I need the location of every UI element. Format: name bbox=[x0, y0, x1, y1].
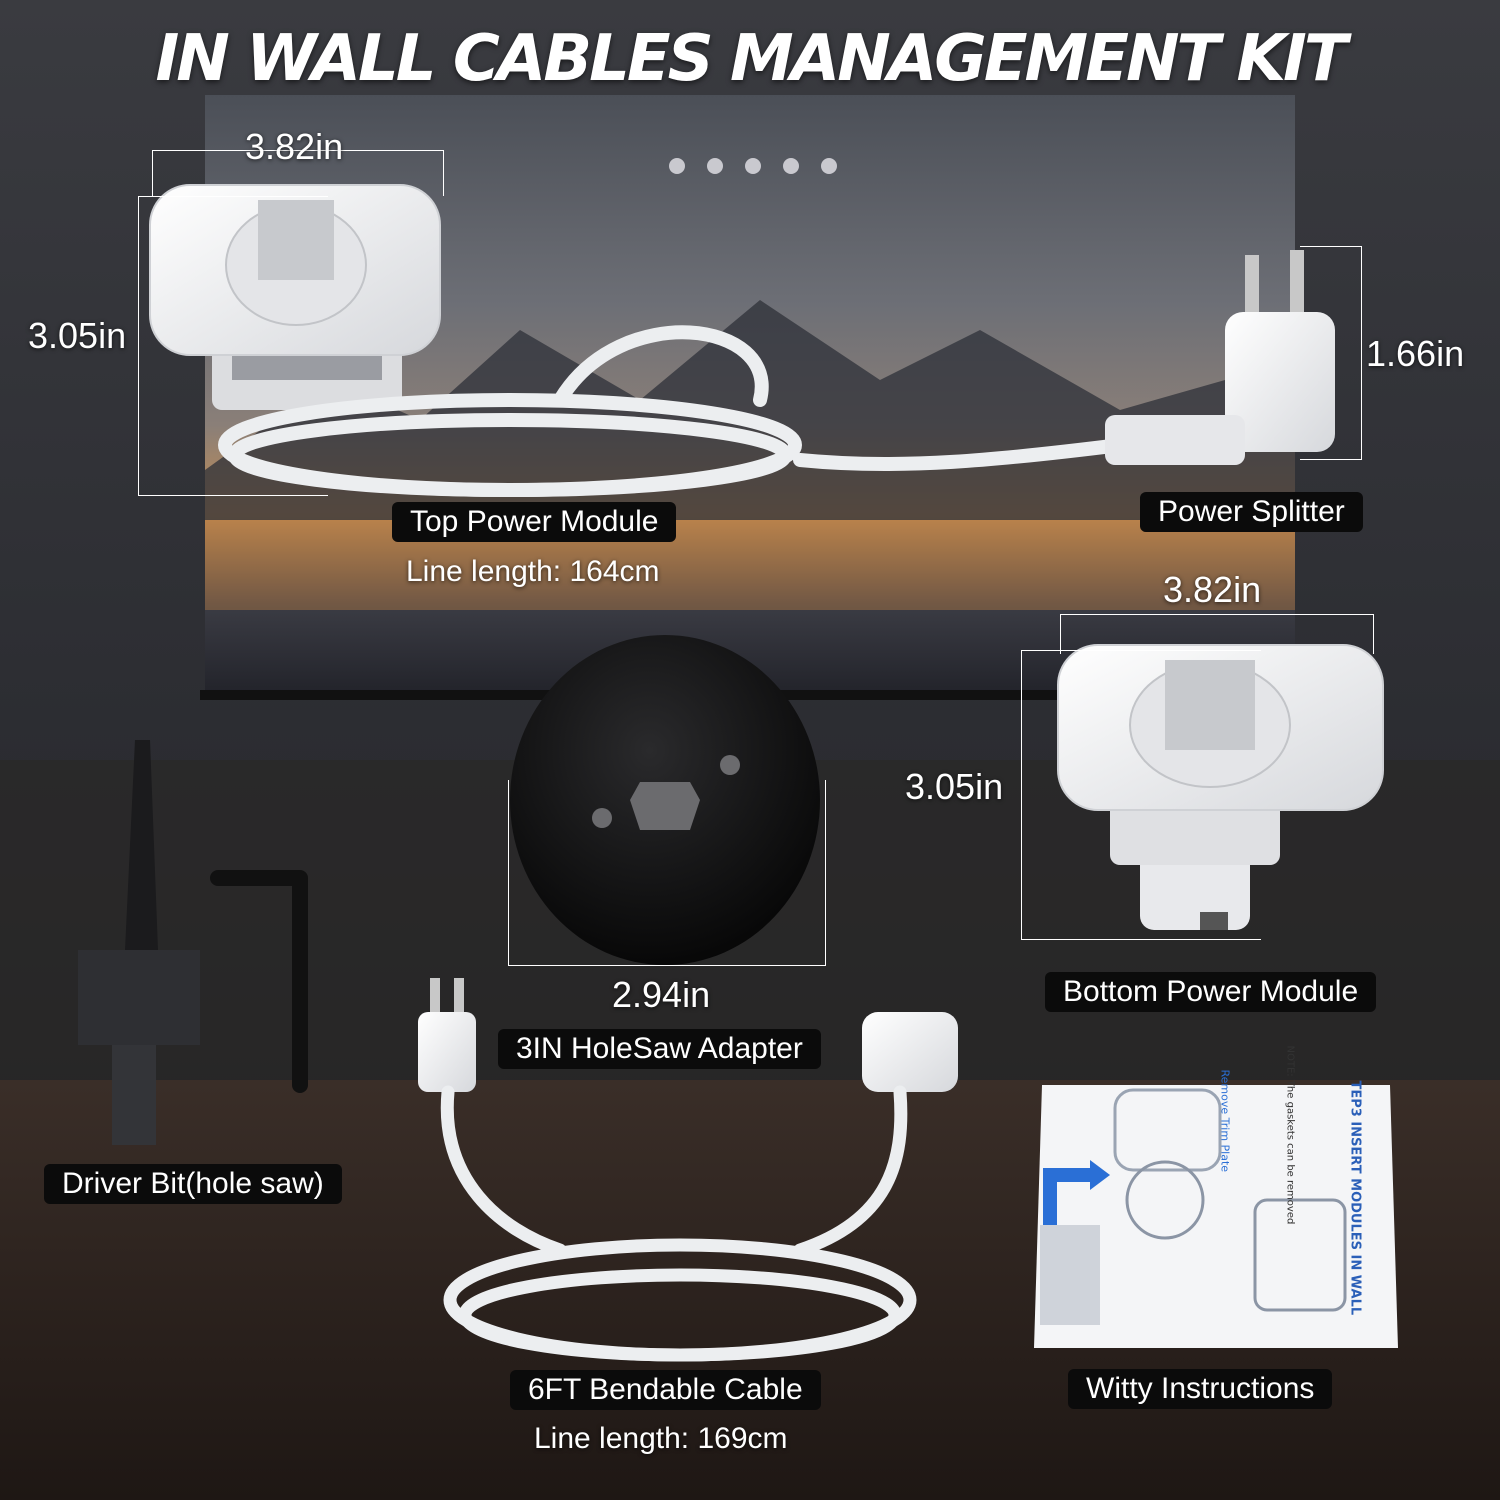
bendable-line-length: Line length: 169cm bbox=[534, 1422, 788, 1455]
bendable-cable-label: 6FT Bendable Cable bbox=[510, 1370, 821, 1410]
holesaw-adapter-image bbox=[510, 635, 820, 965]
bottom-module-width-value: 3.82in bbox=[1163, 569, 1262, 610]
bendable-cable-image bbox=[418, 978, 958, 1362]
driver-bit-image bbox=[78, 740, 200, 1145]
splitter-height-value: 1.66in bbox=[1366, 333, 1465, 374]
adapter-diameter-value: 2.94in bbox=[612, 974, 711, 1015]
page-title: IN WALL CABLES MANAGEMENT KIT bbox=[155, 22, 1347, 96]
power-splitter-image bbox=[1105, 250, 1335, 465]
carousel-dots bbox=[669, 158, 837, 174]
top-module-cable-image bbox=[218, 325, 1127, 497]
bottom-power-module-image bbox=[1057, 644, 1384, 930]
instruction-sheet-step: Remove Trim Plate bbox=[1218, 1069, 1232, 1173]
lake-reflection bbox=[205, 520, 1295, 610]
driver-bit-label: Driver Bit(hole saw) bbox=[44, 1164, 342, 1204]
top-module-width-bracket bbox=[152, 150, 444, 196]
top-module-height-bracket bbox=[138, 196, 328, 496]
bottom-power-module-label: Bottom Power Module bbox=[1045, 972, 1377, 1012]
top-module-height-value: 3.05in bbox=[28, 315, 127, 356]
power-splitter-label: Power Splitter bbox=[1140, 492, 1363, 532]
splitter-height-bracket bbox=[1300, 246, 1362, 460]
top-module-width-value: 3.82in bbox=[245, 126, 344, 167]
instruction-sheet-heading: TEP3 INSERT MODULES IN WALL bbox=[1347, 1080, 1363, 1316]
instruction-sheet-image bbox=[1034, 1085, 1398, 1348]
bottom-module-height-bracket bbox=[1021, 650, 1261, 940]
holesaw-adapter-label: 3IN HoleSaw Adapter bbox=[498, 1029, 821, 1069]
instructions-label: Witty Instructions bbox=[1068, 1369, 1333, 1409]
instruction-sheet-note: NOTE: The gaskets can be removed bbox=[1284, 1045, 1296, 1225]
top-line-length: Line length: 164cm bbox=[406, 555, 660, 588]
adapter-diameter-bracket bbox=[508, 780, 826, 966]
hex-key-image bbox=[210, 870, 308, 1093]
mountains bbox=[205, 300, 1295, 520]
top-power-module-image bbox=[149, 184, 441, 410]
bottom-module-height-value: 3.05in bbox=[905, 766, 1004, 807]
top-power-module-label: Top Power Module bbox=[392, 502, 677, 542]
bottom-module-width-bracket bbox=[1060, 614, 1374, 654]
